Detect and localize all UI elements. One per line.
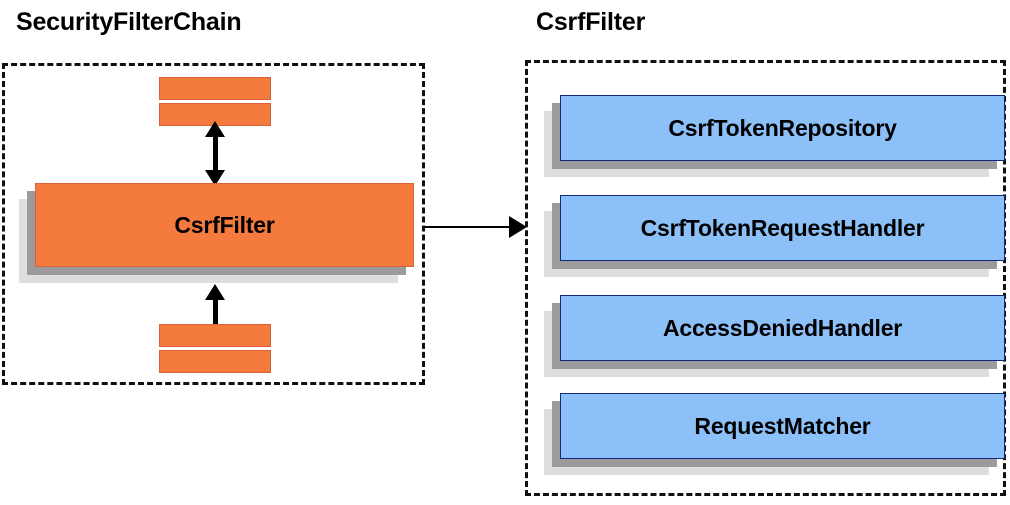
collaborator-card-requestmatcher[interactable]: RequestMatcher (544, 393, 1005, 475)
filter-bar-above-1 (159, 77, 271, 100)
arrow-shaft-bottom (213, 296, 218, 336)
securityfilterchain-container (2, 63, 425, 385)
csrffilter-container (525, 60, 1006, 496)
collaborator-card-accessdeniedhandler[interactable]: AccessDeniedHandler (544, 295, 1005, 377)
arrow-shaft-top (213, 133, 218, 181)
filter-bar-below-2 (159, 350, 271, 373)
collaborator-card-label: AccessDeniedHandler (560, 295, 1005, 361)
arrow-up-head-bottom (205, 284, 225, 300)
collaborator-card-label: CsrfTokenRequestHandler (560, 195, 1005, 261)
connector-arrow-head (509, 216, 527, 238)
collaborator-card-csrftokenrequesthandler[interactable]: CsrfTokenRequestHandler (544, 195, 1005, 277)
collaborator-card-label: CsrfTokenRepository (560, 95, 1005, 161)
page-title-securityfilterchain: SecurityFilterChain (16, 8, 242, 36)
csrffilter-card[interactable]: CsrfFilter (19, 183, 414, 283)
csrffilter-card-label: CsrfFilter (35, 183, 414, 267)
connector-arrow-shaft (425, 226, 511, 228)
arrow-up-head-top (205, 121, 225, 137)
filter-bar-below-1 (159, 324, 271, 347)
page-title-csrffilter: CsrfFilter (536, 8, 646, 36)
arrow-down-head-top (205, 170, 225, 186)
collaborator-card-csrftokenrepository[interactable]: CsrfTokenRepository (544, 95, 1005, 177)
collaborator-card-label: RequestMatcher (560, 393, 1005, 459)
